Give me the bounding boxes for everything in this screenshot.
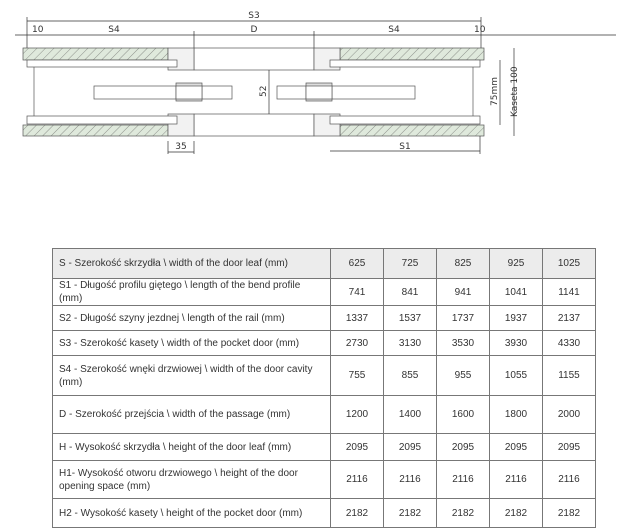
row-label: D - Szerokość przejścia \ width of the p… <box>52 395 331 434</box>
value-cell: 825 <box>436 248 490 279</box>
value-cell: 1600 <box>436 395 490 434</box>
row-label: S2 - Długość szyny jezdnej \ length of t… <box>52 305 331 331</box>
value-cell: 841 <box>383 278 437 306</box>
value-cell: 2116 <box>542 460 596 499</box>
value-cell: 725 <box>383 248 437 279</box>
value-cell: 925 <box>489 248 543 279</box>
row-label: S4 - Szerokość wnęki drzwiowej \ width o… <box>52 355 331 396</box>
table-row: D - Szerokość przejścia \ width of the p… <box>52 395 596 434</box>
dim-s3: S3 <box>248 11 259 21</box>
table-row: S2 - Długość szyny jezdnej \ length of t… <box>52 305 596 331</box>
value-cell: 2095 <box>383 433 437 461</box>
dim-s4-left: S4 <box>108 25 120 35</box>
value-cell: 2095 <box>436 433 490 461</box>
value-cell: 2095 <box>489 433 543 461</box>
value-cell: 3130 <box>383 330 437 356</box>
table-row: S1 - Długość profilu giętego \ length of… <box>52 278 596 306</box>
row-label: H - Wysokość skrzydła \ height of the do… <box>52 433 331 461</box>
dim-s4-right: S4 <box>388 25 400 35</box>
value-cell: 3530 <box>436 330 490 356</box>
value-cell: 755 <box>330 355 384 396</box>
value-cell: 2095 <box>330 433 384 461</box>
value-cell: 1025 <box>542 248 596 279</box>
row-label: H2 - Wysokość kasety \ height of the poc… <box>52 498 331 528</box>
value-cell: 1155 <box>542 355 596 396</box>
value-cell: 955 <box>436 355 490 396</box>
value-cell: 1200 <box>330 395 384 434</box>
table-row: H1- Wysokość otworu drzwiowego \ height … <box>52 460 596 499</box>
pocket-door-cross-section-diagram: S3 10 S4 D S4 10 52 35 S1 75mm Kaseta 10… <box>15 11 616 154</box>
table-row: S4 - Szerokość wnęki drzwiowej \ width o… <box>52 355 596 396</box>
value-cell: 1737 <box>436 305 490 331</box>
value-cell: 2116 <box>330 460 384 499</box>
value-cell: 2095 <box>542 433 596 461</box>
dim-35: 35 <box>175 142 186 152</box>
value-cell: 4330 <box>542 330 596 356</box>
row-label: S - Szerokość skrzydła \ width of the do… <box>52 248 331 279</box>
value-cell: 855 <box>383 355 437 396</box>
wall-panels <box>22 47 485 137</box>
value-cell: 1537 <box>383 305 437 331</box>
dim-52: 52 <box>259 86 269 97</box>
value-cell: 2000 <box>542 395 596 434</box>
table-row: S - Szerokość skrzydła \ width of the do… <box>52 248 596 279</box>
dim-75mm: 75mm <box>490 77 500 106</box>
value-cell: 2137 <box>542 305 596 331</box>
value-cell: 2730 <box>330 330 384 356</box>
dim-kaseta: Kaseta 100 <box>510 66 520 117</box>
value-cell: 1337 <box>330 305 384 331</box>
value-cell: 1937 <box>489 305 543 331</box>
row-label: S3 - Szerokość kasety \ width of the poc… <box>52 330 331 356</box>
value-cell: 2182 <box>330 498 384 528</box>
value-cell: 2182 <box>436 498 490 528</box>
value-cell: 2116 <box>489 460 543 499</box>
value-cell: 2182 <box>489 498 543 528</box>
dimensions-table: S - Szerokość skrzydła \ width of the do… <box>52 248 596 528</box>
value-cell: 1041 <box>489 278 543 306</box>
value-cell: 2182 <box>383 498 437 528</box>
table-row: H2 - Wysokość kasety \ height of the poc… <box>52 498 596 528</box>
value-cell: 2116 <box>383 460 437 499</box>
table-row: S3 - Szerokość kasety \ width of the poc… <box>52 330 596 356</box>
dim-s1: S1 <box>399 142 410 152</box>
value-cell: 1141 <box>542 278 596 306</box>
dim-d: D <box>251 25 258 35</box>
value-cell: 741 <box>330 278 384 306</box>
value-cell: 625 <box>330 248 384 279</box>
table-row: H - Wysokość skrzydła \ height of the do… <box>52 433 596 461</box>
value-cell: 3930 <box>489 330 543 356</box>
value-cell: 1800 <box>489 395 543 434</box>
value-cell: 1055 <box>489 355 543 396</box>
dim-10-left: 10 <box>32 25 44 35</box>
row-label: S1 - Długość profilu giętego \ length of… <box>52 278 331 306</box>
value-cell: 1400 <box>383 395 437 434</box>
row-label: H1- Wysokość otworu drzwiowego \ height … <box>52 460 331 499</box>
value-cell: 941 <box>436 278 490 306</box>
value-cell: 2182 <box>542 498 596 528</box>
value-cell: 2116 <box>436 460 490 499</box>
dim-10-right: 10 <box>474 25 486 35</box>
